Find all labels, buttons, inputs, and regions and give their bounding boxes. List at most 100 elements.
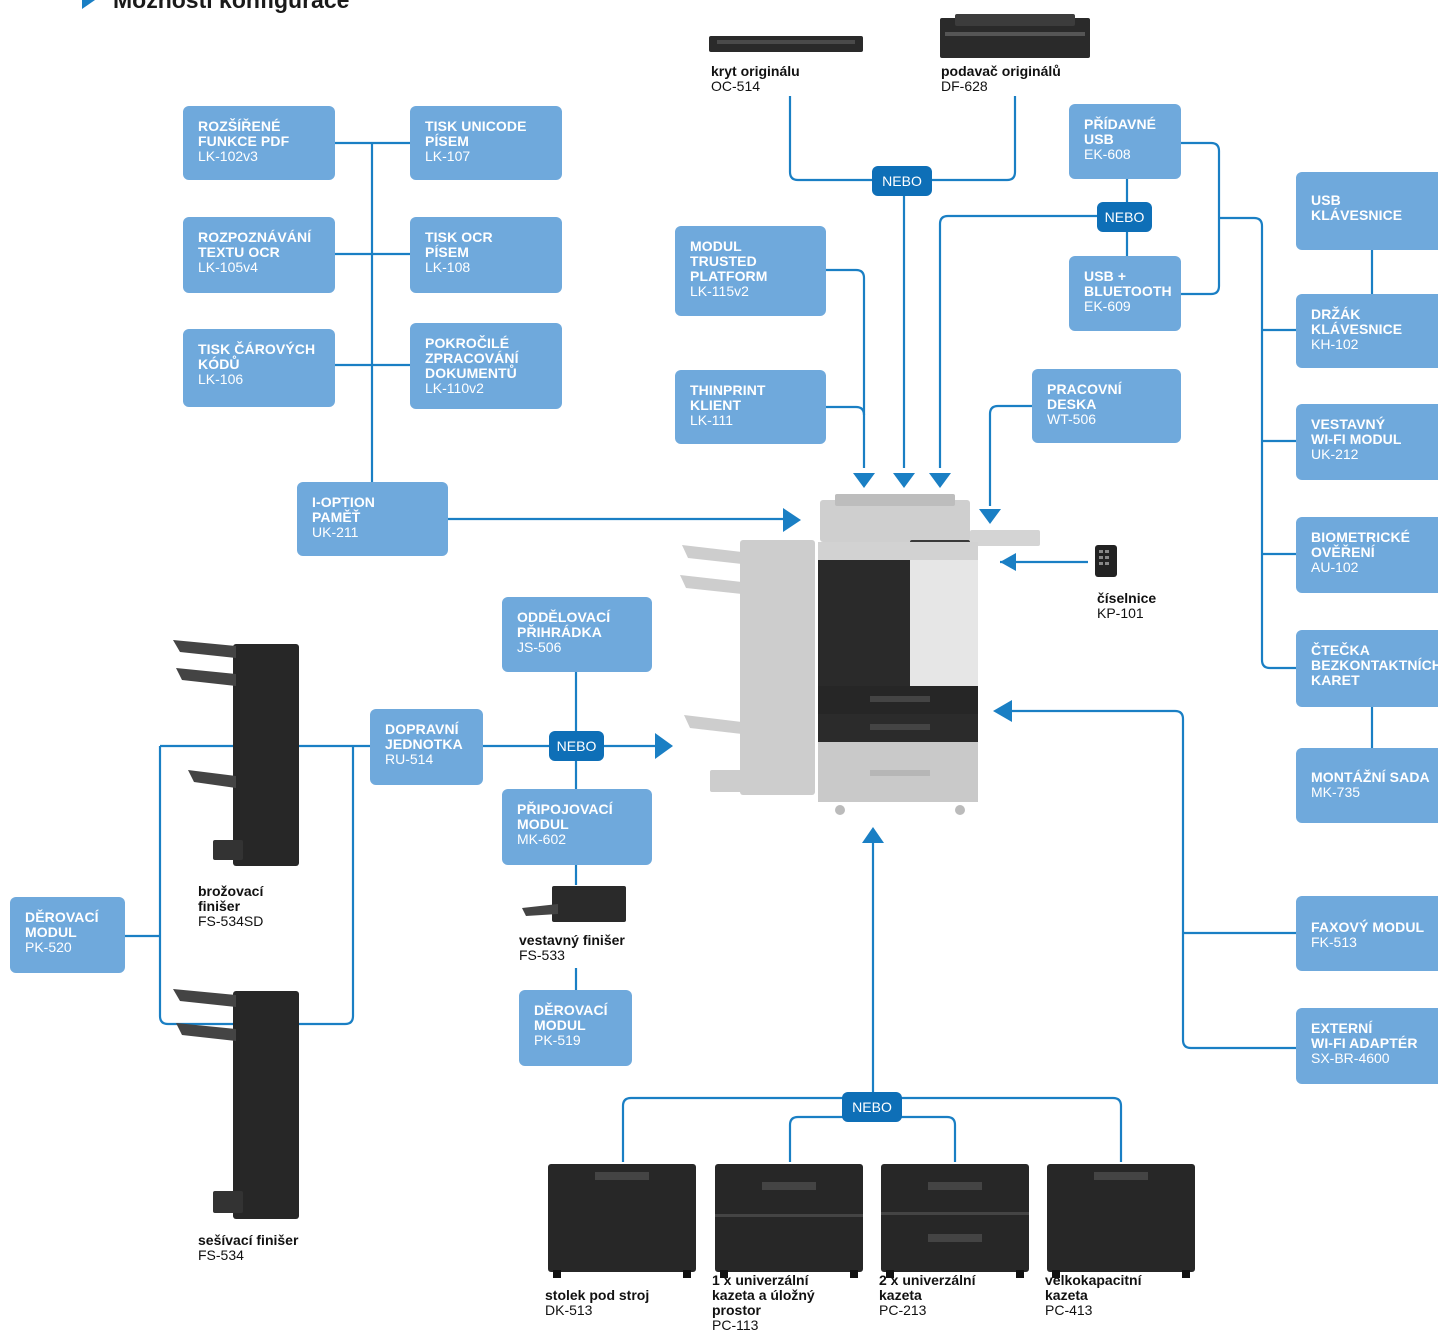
option-code: WT-506 — [1047, 411, 1097, 427]
option-name: ROZŠÍŘENÉ FUNKCE PDF — [198, 118, 290, 149]
option-code: UK-211 — [312, 524, 359, 540]
option-name: ROZPOZNÁVÁNÍ TEXTU OCR — [198, 229, 312, 260]
option-code: LK-115v2 — [690, 283, 749, 299]
or-badge-cassettes: NEBO — [842, 1092, 902, 1122]
product-name: brožovací finišer — [198, 883, 264, 914]
option-name: USB KLÁVESNICE — [1311, 192, 1403, 223]
option-code: PK-519 — [534, 1032, 581, 1048]
option-code: LK-110v2 — [425, 380, 484, 396]
product-name: vestavný finišer — [519, 932, 625, 948]
option-code: LK-108 — [425, 259, 471, 275]
option-name: DĚROVACÍ MODUL — [25, 909, 99, 940]
option-name: USB + BLUETOOTH — [1084, 268, 1172, 299]
option-code: LK-102v3 — [198, 148, 258, 164]
option-code: LK-107 — [425, 148, 471, 164]
option-name: DOPRAVNÍ JEDNOTKA — [385, 721, 463, 752]
document-feeder-image — [940, 14, 1090, 58]
option-code: RU-514 — [385, 751, 434, 767]
option-code: KH-102 — [1311, 336, 1359, 352]
product-code: DK-513 — [545, 1302, 593, 1318]
product-code: PC-113 — [712, 1317, 759, 1333]
option-name: BIOMETRICKÉ OVĚŘENÍ — [1311, 529, 1411, 560]
option-name: TISK UNICODE PÍSEM — [425, 118, 527, 149]
product-name: kryt originálu — [711, 63, 800, 79]
option-code: PK-520 — [25, 939, 72, 955]
product-code: FS-533 — [519, 947, 565, 963]
option-code: EK-609 — [1084, 298, 1131, 314]
product-code: KP-101 — [1097, 605, 1144, 621]
heading-arrow-icon — [82, 0, 95, 9]
large-capacity-cassette-image — [1047, 1164, 1195, 1278]
or-badge-usb: NEBO — [1097, 202, 1152, 232]
double-cassette-image — [881, 1164, 1029, 1278]
option-name: FAXOVÝ MODUL — [1311, 919, 1425, 935]
cassette-storage-image — [715, 1164, 863, 1278]
option-code: FK-513 — [1311, 934, 1357, 950]
option-name: EXTERNÍ WI-FI ADAPTÉR — [1311, 1020, 1418, 1051]
option-name: MONTÁŽNÍ SADA — [1311, 769, 1430, 785]
option-code: MK-735 — [1311, 784, 1361, 800]
product-code: PC-413 — [1045, 1302, 1093, 1318]
option-box-usb-keyboard: USB KLÁVESNICE — [1296, 172, 1438, 250]
option-name: MODUL TRUSTED PLATFORM — [690, 238, 768, 284]
product-code: FS-534 — [198, 1247, 244, 1263]
option-box-card-reader: ČTEČKA BEZKONTAKTNÍCH KARET — [1296, 630, 1438, 707]
product-name: číselnice — [1097, 590, 1157, 606]
keypad-image — [1095, 545, 1117, 577]
option-name: PRACOVNÍ DESKA — [1047, 381, 1122, 412]
page-title: Možnosti konfigurace — [113, 0, 349, 14]
option-code: LK-105v4 — [198, 259, 258, 275]
or-badge-originals: NEBO — [872, 166, 932, 196]
option-name: TISK OCR PÍSEM — [425, 229, 493, 260]
option-code: MK-602 — [517, 831, 567, 847]
booklet-finisher-image — [173, 640, 299, 866]
option-code: AU-102 — [1311, 559, 1359, 575]
product-name: podavač originálů — [941, 63, 1061, 79]
product-name: 2 x univerzální kazeta — [879, 1272, 976, 1303]
product-name: stolek pod stroj — [545, 1287, 650, 1303]
product-name: 1 x univerzální kazeta a úložný prostor — [712, 1272, 815, 1318]
option-name: PŘÍDAVNÉ USB — [1084, 116, 1157, 147]
option-code: LK-111 — [690, 412, 734, 428]
option-name: PŘIPOJOVACÍ MODUL — [517, 801, 613, 832]
product-name: velkokapacitní kazeta — [1045, 1272, 1142, 1303]
option-name: VESTAVNÝ WI-FI MODUL — [1311, 416, 1402, 447]
option-code: LK-106 — [198, 371, 244, 387]
desk-image — [548, 1164, 696, 1278]
option-name: DĚROVACÍ MODUL — [534, 1002, 608, 1033]
stapling-finisher-image — [173, 989, 299, 1219]
product-code: OC-514 — [711, 78, 761, 94]
option-code: SX-BR-4600 — [1311, 1050, 1390, 1066]
original-cover-image — [709, 36, 863, 52]
option-code: JS-506 — [517, 639, 562, 655]
section-heading: Možnosti konfigurace — [82, 0, 349, 14]
